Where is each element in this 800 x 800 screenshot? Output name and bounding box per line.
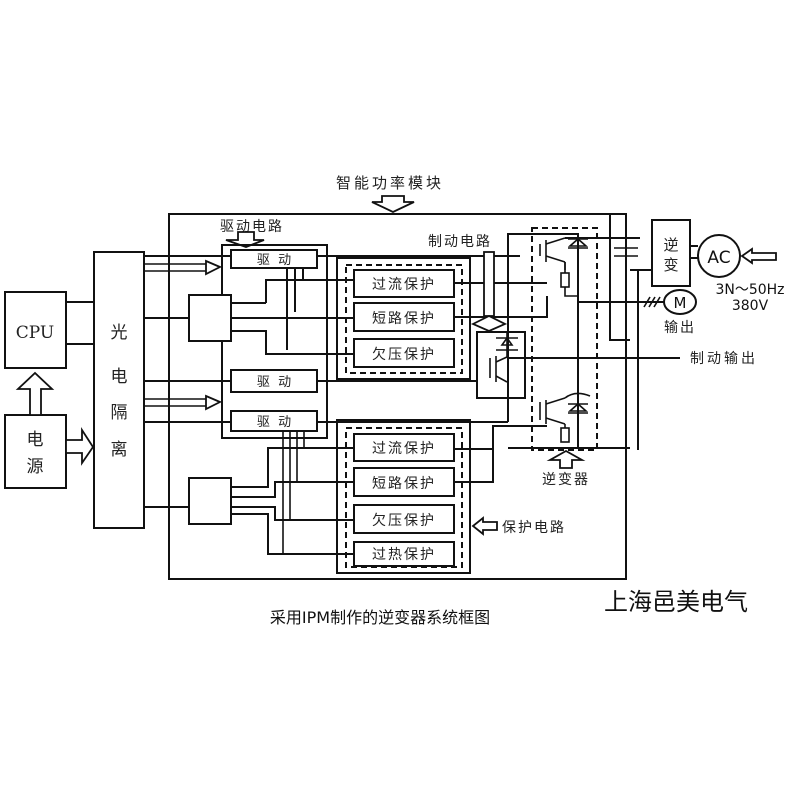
cpu-block: CPU [4, 291, 67, 369]
drive-unit-label: 驱 动 [257, 253, 291, 268]
power-supply-block: 电 源 [4, 414, 67, 489]
drive-unit-top: 驱 动 [230, 249, 318, 269]
optocoupler-block: 光 电 隔 离 [93, 251, 145, 529]
opto-to-drive-arrow-icon [144, 394, 223, 411]
ac-input-arrow-icon [740, 247, 777, 265]
diagram-title: 智能功率模块 [336, 174, 444, 192]
power-to-opto-arrow-icon [65, 426, 95, 466]
protection-item: 过流保护 [353, 269, 455, 298]
upper-resistor-icon [560, 262, 578, 297]
upper-protection-outer [336, 257, 471, 380]
rectifier-label-2: 变 [663, 256, 678, 274]
protection-circuit-label: 保护电路 [502, 520, 566, 536]
brake-circuit-label: 制动电路 [428, 234, 492, 250]
protection-label: 欠压保护 [372, 513, 436, 529]
company-watermark: 上海邑美电气 [604, 588, 748, 616]
protection-label: 欠压保护 [372, 347, 436, 363]
lower-resistor-icon [560, 424, 570, 443]
protection-label: 过流保护 [372, 441, 436, 457]
power-supply-label-1: 电 [27, 430, 44, 450]
lower-igbt-icon [539, 397, 566, 425]
drive-unit-middle: 驱 动 [230, 369, 318, 393]
ipm-arrow-down-icon [371, 195, 415, 213]
ac-spec-frequency: 3N～50Hz [715, 282, 784, 298]
opto-label-3: 隔 [111, 403, 128, 423]
diagram-caption: 采用IPM制作的逆变器系统框图 [270, 608, 490, 627]
protection-item: 欠压保护 [353, 338, 455, 368]
brake-output-label: 制动输出 [690, 351, 758, 367]
upper-logic-block [188, 294, 232, 342]
power-supply-label-2: 源 [27, 457, 44, 477]
protection-item: 欠压保护 [353, 504, 455, 534]
protection-label: 短路保护 [372, 311, 436, 327]
rectifier-block: 逆 变 [651, 219, 691, 287]
brake-arrow-icon [470, 251, 508, 332]
protection-label: 过流保护 [372, 277, 436, 293]
lower-protection-outer [336, 419, 471, 574]
power-to-cpu-arrow-icon [15, 371, 55, 416]
drive-circuit-label: 驱动电路 [220, 219, 284, 235]
three-phase-tick-icon [643, 296, 661, 308]
drive-unit-label: 驱 动 [257, 415, 291, 430]
protection-item: 短路保护 [353, 302, 455, 332]
motor: M [663, 289, 697, 315]
opto-label-2: 电 [111, 367, 128, 387]
ac-source-label: AC [707, 248, 730, 268]
cpu-label: CPU [16, 323, 54, 343]
upper-igbt-icon [539, 237, 566, 270]
opto-label-1: 光 [111, 323, 128, 343]
drive-unit-label: 驱 动 [257, 375, 291, 390]
protection-item: 过热保护 [353, 541, 455, 567]
drive-unit-bottom: 驱 动 [230, 410, 318, 432]
protection-label: 短路保护 [372, 476, 436, 492]
opto-label-4: 离 [111, 440, 128, 460]
upper-protection-dashed [345, 264, 463, 374]
lower-diode-icon [564, 392, 591, 414]
inverter-label: 逆变器 [542, 472, 590, 488]
inverter-arrow-up-icon [546, 449, 586, 469]
protection-arrow-left-icon [471, 516, 498, 536]
motor-output-label: 输出 [664, 320, 696, 336]
ac-source: AC [697, 234, 741, 278]
ac-spec-voltage: 380V [732, 298, 769, 314]
opto-to-drive-arrow-icon [144, 259, 223, 276]
protection-item: 短路保护 [353, 467, 455, 497]
protection-item: 过流保护 [353, 433, 455, 462]
protection-label: 过热保护 [372, 547, 436, 563]
brake-igbt-icon [489, 333, 508, 383]
motor-label: M [674, 294, 687, 312]
inverter-dashed-box [531, 227, 598, 451]
rectifier-label-1: 逆 [663, 236, 678, 254]
lower-logic-block [188, 477, 232, 525]
drive-arrow-down-icon [225, 231, 265, 248]
drive-circuit-box [221, 244, 328, 439]
brake-igbt-box [476, 331, 526, 399]
